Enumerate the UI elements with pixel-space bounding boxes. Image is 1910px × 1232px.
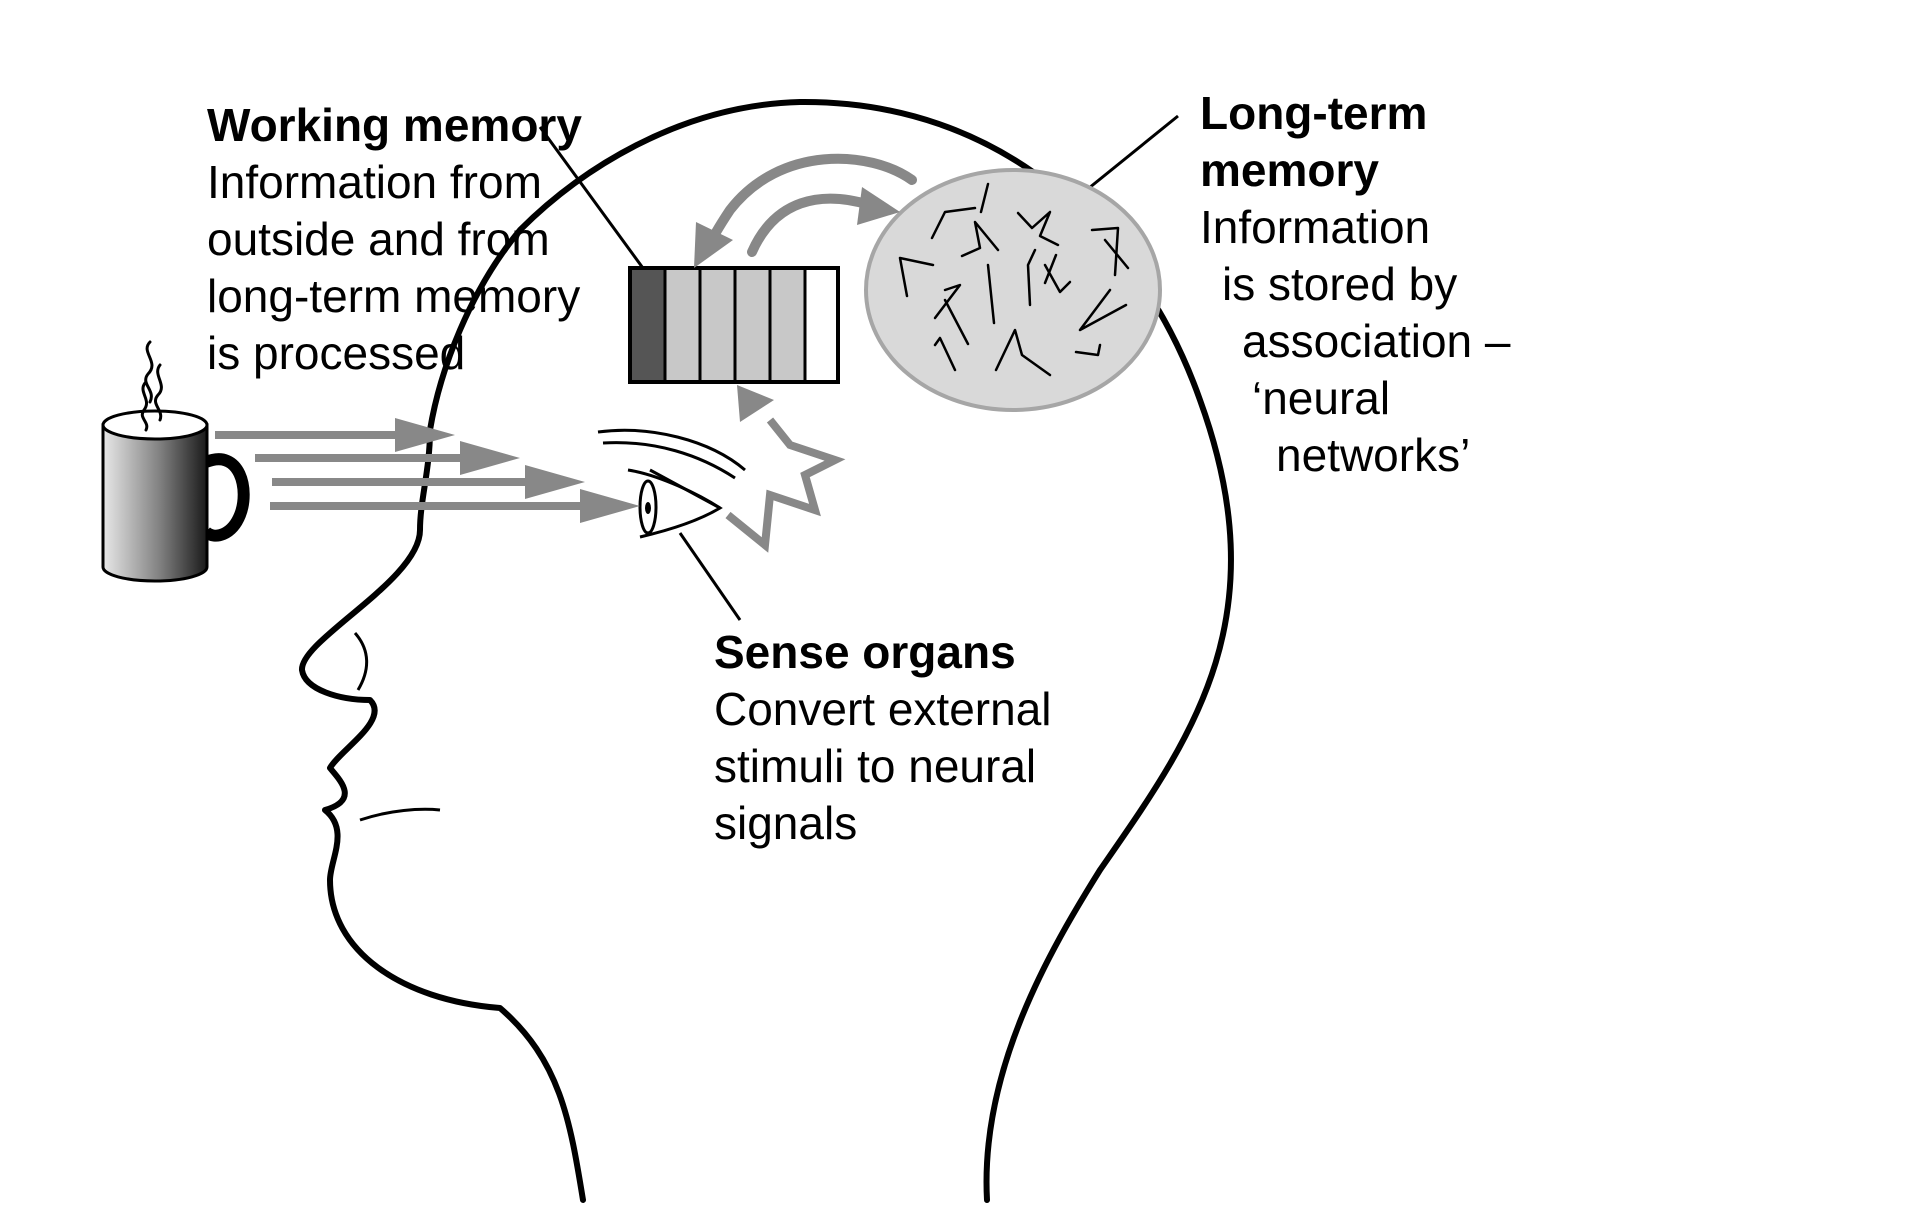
- stimulus-arrows: [215, 431, 605, 510]
- eye-icon: [627, 468, 723, 539]
- long-term-memory-line: association –: [1242, 315, 1511, 367]
- working-memory-line: Information from: [207, 156, 542, 208]
- sense-organs-line: stimuli to neural: [714, 740, 1037, 792]
- sense-organs-title: Sense organs: [714, 626, 1016, 678]
- working-memory-line: is processed: [207, 327, 466, 379]
- long-term-memory-line: Information: [1200, 201, 1431, 253]
- eyebrow: [597, 428, 746, 472]
- cheek-line: [353, 632, 369, 691]
- working-memory-title: Working memory: [207, 99, 582, 151]
- coffee-mug-icon: [101, 340, 250, 583]
- sense-organs-line: signals: [714, 797, 858, 849]
- long-term-memory-line: networks’: [1276, 429, 1471, 481]
- steam-icon: [140, 340, 163, 432]
- long-term-memory-oval: [864, 168, 1162, 412]
- working-memory-line: outside and from: [207, 213, 550, 265]
- neural-signal-arrow: [725, 385, 846, 553]
- long-term-memory-line: ‘neural: [1252, 372, 1391, 424]
- working-memory-label: Working memory Information from outside …: [207, 97, 582, 382]
- working-memory-block: [628, 266, 840, 384]
- eyebrow-inner: [602, 441, 736, 480]
- long-term-memory-title: memory: [1200, 144, 1379, 196]
- long-term-memory-label: Long-term memory Information is stored b…: [1200, 85, 1511, 484]
- mouth-line: [359, 807, 441, 822]
- sense-organs-label: Sense organs Convert external stimuli to…: [714, 624, 1052, 852]
- sense-organs-line: Convert external: [714, 683, 1052, 735]
- long-term-memory-line: is stored by: [1222, 258, 1458, 310]
- working-memory-line: long-term memory: [207, 270, 581, 322]
- working-memory-leader: [538, 126, 650, 276]
- memory-exchange-arrows: [694, 153, 917, 268]
- long-term-memory-title: Long-term: [1200, 87, 1428, 139]
- stimulus-arrowheads: [395, 418, 640, 523]
- sense-organs-leader: [678, 532, 742, 621]
